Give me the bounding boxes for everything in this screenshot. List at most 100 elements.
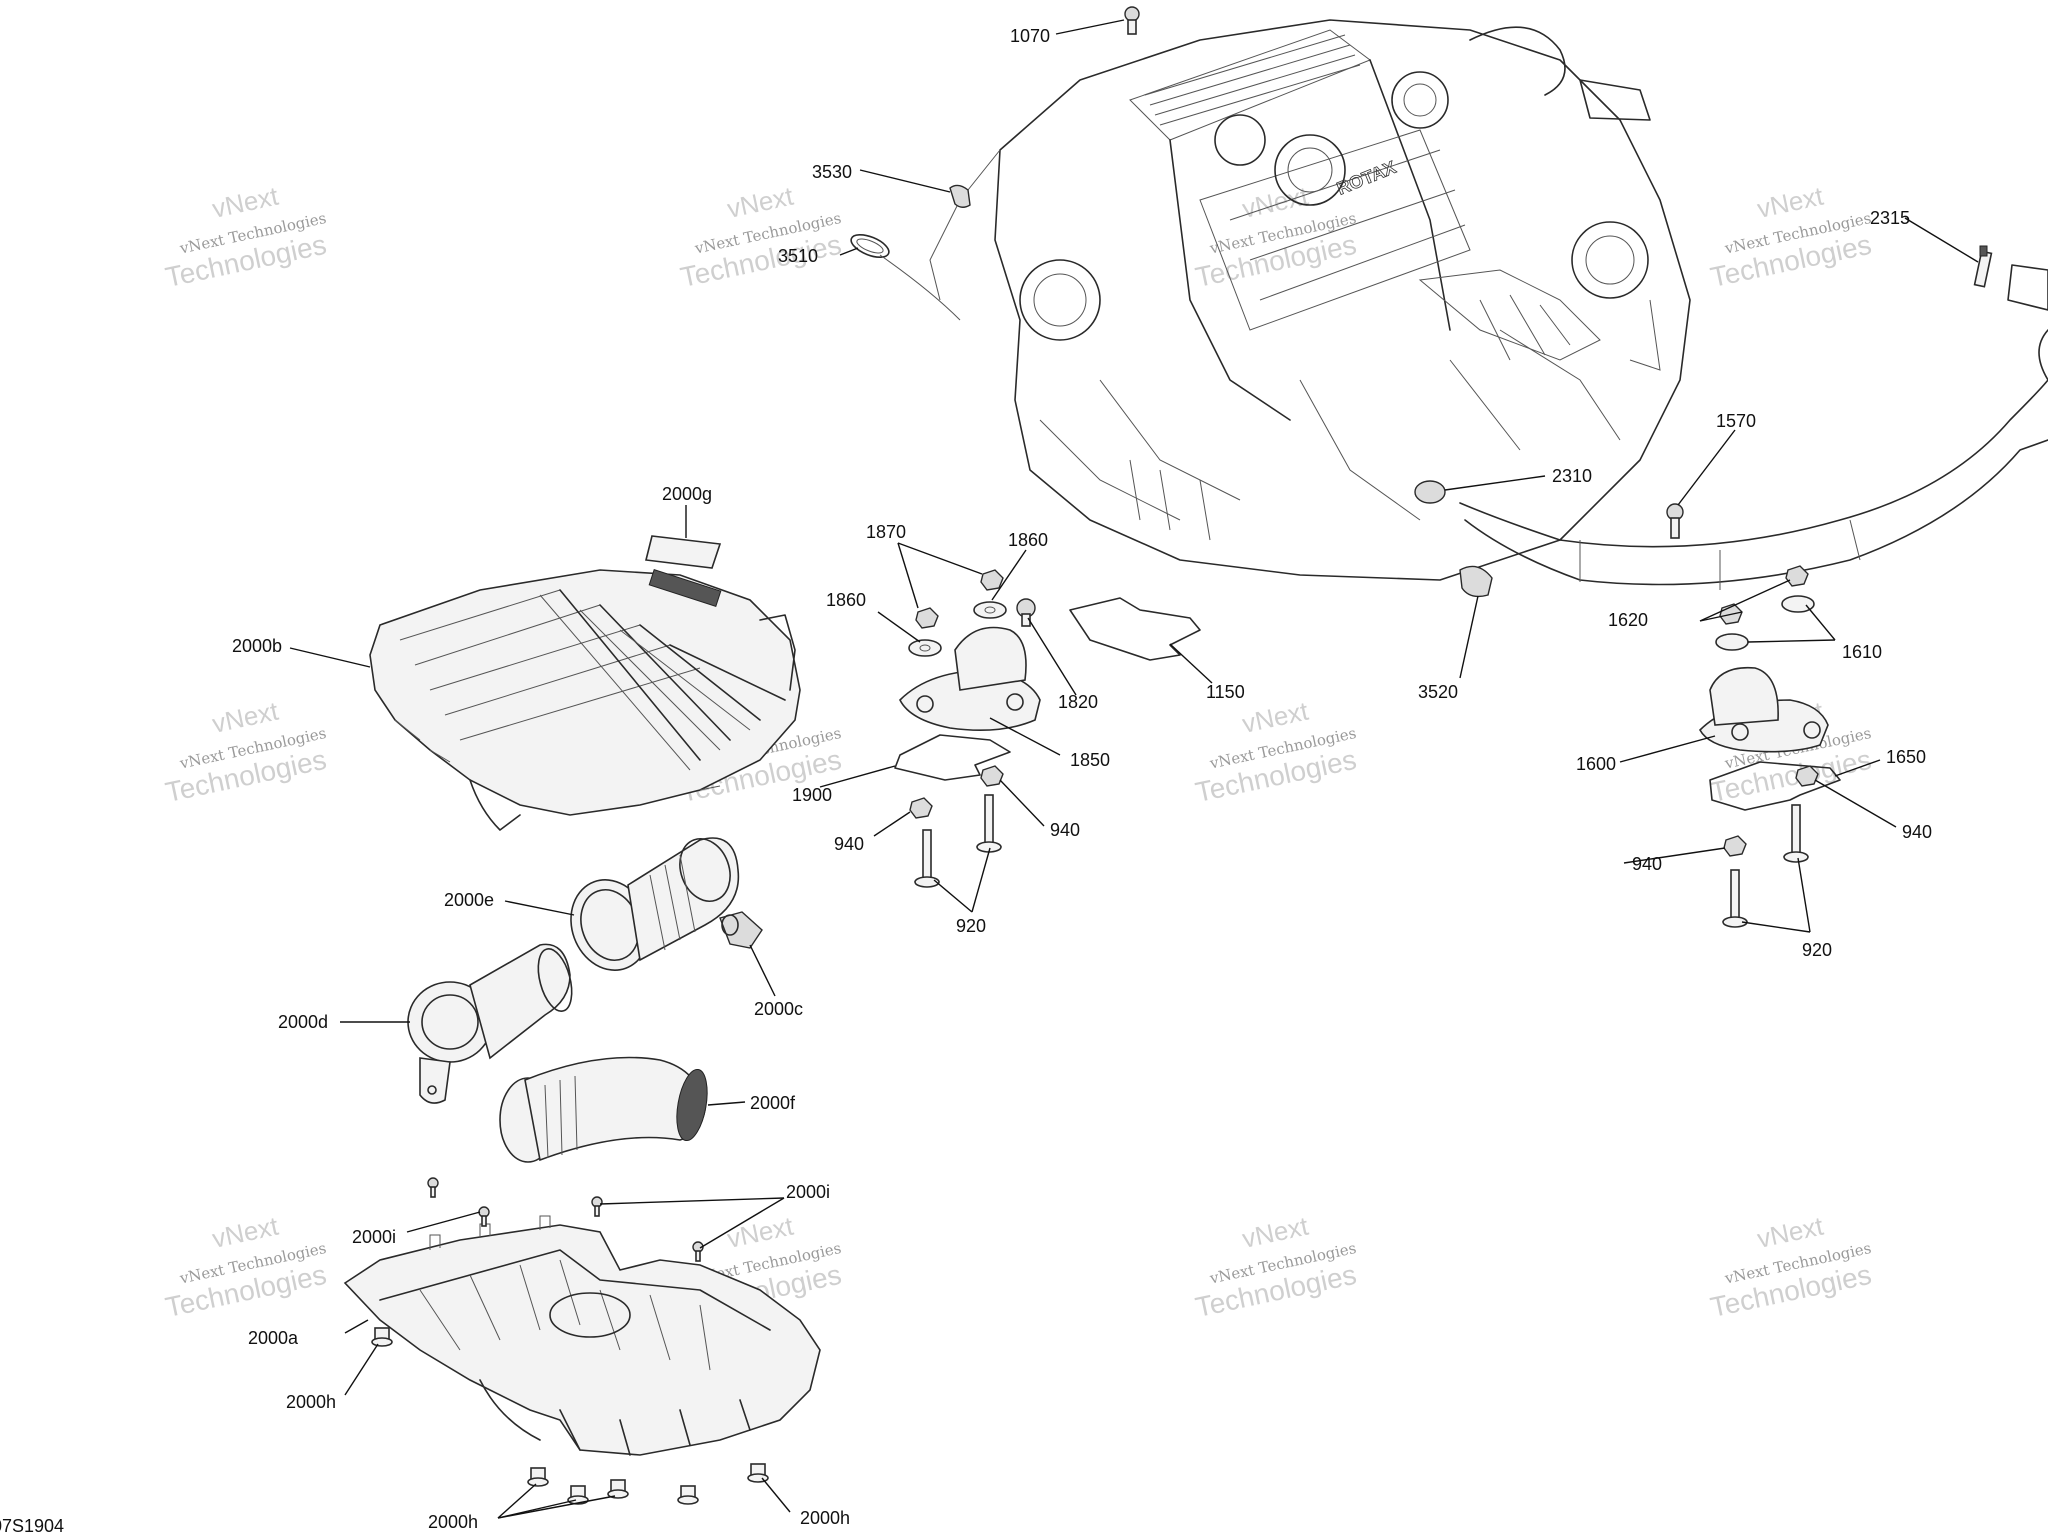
bolt-920-a (914, 829, 940, 888)
bolt-920-c (1722, 869, 1748, 928)
callout-2000c: 2000c (754, 999, 803, 1019)
callout-1570: 1570 (1716, 411, 1756, 431)
clamp-2310 (1414, 480, 1446, 504)
watermark-top-right: vNext vNext Technologies Technologies (1708, 181, 1874, 294)
airbox-cover-2000b (369, 568, 801, 831)
callout-2315: 2315 (1870, 208, 1910, 228)
watermark-middle-mid: vNext vNext Technologies Technologies (1193, 696, 1359, 809)
callout-2000h-left: 2000h (286, 1392, 336, 1412)
watermark-bottom-mid: vNext vNext Technologies Technologies (1193, 1211, 1359, 1324)
water-pipe (1459, 379, 2048, 548)
callout-1620: 1620 (1608, 610, 1648, 630)
callout-2000d: 2000d (278, 1012, 328, 1032)
watermark-bottom-left: vNext vNext Technologies Technologies (163, 1211, 329, 1324)
callout-2310: 2310 (1552, 466, 1592, 486)
callout-1610: 1610 (1842, 642, 1882, 662)
shim-1900 (894, 734, 1011, 781)
washer-1860-right (973, 601, 1007, 619)
svg-text:vNext: vNext (1240, 181, 1312, 224)
callout-940-c: 940 (1632, 854, 1662, 874)
svg-text:vNext: vNext (1755, 181, 1827, 224)
callout-2000e: 2000e (444, 890, 494, 910)
coupling-2000e (570, 837, 740, 971)
shim-1150 (1069, 597, 1201, 661)
fitting-2000c (719, 911, 763, 949)
callout-3510: 3510 (778, 246, 818, 266)
hose-2000f (499, 1056, 708, 1163)
callout-3520: 3520 (1418, 682, 1458, 702)
callout-1860-left: 1860 (826, 590, 866, 610)
callout-1900: 1900 (792, 785, 832, 805)
watermark-top-left: vNext vNext Technologies Technologies (163, 181, 329, 294)
nut-1870-left (915, 607, 939, 629)
engine-mount-left (899, 626, 1041, 732)
callout-2000f: 2000f (750, 1093, 796, 1113)
svg-text:vNext: vNext (725, 1211, 797, 1254)
clip-3530 (949, 184, 971, 208)
callout-1860-right: 1860 (1008, 530, 1048, 550)
foot-2000h-b (527, 1467, 549, 1487)
callout-2000b: 2000b (232, 636, 282, 656)
watermark-bottom-right: vNext vNext Technologies Technologies (1708, 1211, 1874, 1324)
leader-lines (289, 19, 1979, 1519)
shim-1650 (1709, 761, 1841, 811)
svg-text:vNext: vNext (1240, 1211, 1312, 1254)
washer-1860-left (908, 639, 942, 657)
callout-1820: 1820 (1058, 692, 1098, 712)
callout-labels: 1070 3530 3510 2315 1570 2310 2000g 1870… (232, 26, 1932, 1532)
screw-2000i-b (478, 1206, 490, 1227)
bolt-1570 (1666, 503, 1684, 539)
callout-2000i-left: 2000i (352, 1227, 396, 1247)
callout-940-b: 940 (1050, 820, 1080, 840)
svg-text:vNext: vNext (1755, 1211, 1827, 1254)
svg-text:vNext: vNext (1240, 696, 1312, 739)
nut-940-b (980, 765, 1004, 787)
bolt-920-b (976, 794, 1002, 853)
svg-text:vNext: vNext (210, 696, 282, 739)
clamp-3510 (850, 233, 890, 259)
callout-2000h-bottom-right: 2000h (800, 1508, 850, 1528)
washer-1610-b (1715, 633, 1749, 651)
screw-2000i-c (591, 1196, 603, 1217)
bolt-1820 (1016, 598, 1036, 627)
hose-right (2007, 264, 2048, 311)
nut-1620-a (1785, 565, 1809, 587)
engine-mount-right (1699, 666, 1829, 753)
engine-assembly: ROTAX (929, 19, 1691, 581)
svg-text:vNext: vNext (210, 181, 282, 224)
callout-1600: 1600 (1576, 754, 1616, 774)
washer-1610-a (1781, 595, 1815, 613)
fitting-2315 (1973, 245, 1993, 288)
watermark-middle-left: vNext vNext Technologies Technologies (163, 696, 329, 809)
clamp-3520 (1459, 565, 1493, 598)
label-2000g (645, 535, 722, 569)
callout-920-right: 920 (1802, 940, 1832, 960)
nut-940-a (909, 797, 933, 819)
callout-2000a: 2000a (248, 1328, 299, 1348)
bolt-920-d (1783, 804, 1809, 863)
foot-2000h-e (677, 1485, 699, 1505)
callout-3530: 3530 (812, 162, 852, 182)
callout-1150: 1150 (1206, 682, 1245, 702)
callout-1850: 1850 (1070, 750, 1110, 770)
callout-940-a: 940 (834, 834, 864, 854)
callout-1870: 1870 (866, 522, 906, 542)
airbox-base-2000a (343, 1215, 821, 1456)
svg-text:vNext: vNext (210, 1211, 282, 1254)
foot-2000h-f (747, 1463, 769, 1483)
callout-2000i-right: 2000i (786, 1182, 830, 1202)
svg-text:vNext: vNext (725, 181, 797, 224)
screw-2000i-a (427, 1177, 439, 1198)
nut-1870-right (980, 569, 1004, 591)
foot-2000h-d (607, 1479, 629, 1499)
callout-2000g: 2000g (662, 484, 712, 504)
screw-2000i-d (692, 1241, 704, 1262)
callout-1070: 1070 (1010, 26, 1050, 46)
duct-2000d (407, 943, 573, 1104)
bolt-1070 (1124, 6, 1140, 35)
callout-1650: 1650 (1886, 747, 1926, 767)
drawing-number: 07S1904 (0, 1516, 64, 1536)
callout-2000h-bottom-left: 2000h (428, 1512, 478, 1532)
callout-940-d: 940 (1902, 822, 1932, 842)
